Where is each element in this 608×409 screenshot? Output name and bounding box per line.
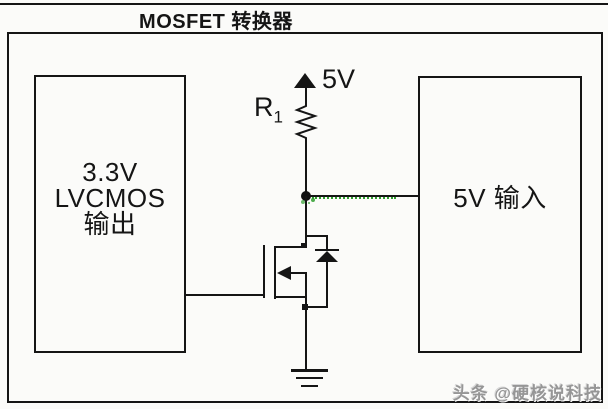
resistor-icon <box>294 103 318 141</box>
drain-junction-square <box>301 243 306 248</box>
right-block: 5V 输入 <box>418 76 582 353</box>
pullup-wire <box>305 140 307 196</box>
mosfet-source-leg <box>274 296 307 298</box>
top-rule <box>0 3 608 5</box>
left-block-line-1: 3.3V <box>82 157 138 187</box>
outer-frame <box>7 32 603 403</box>
right-block-label: 5V 输入 <box>420 61 580 334</box>
source-wire <box>305 272 307 370</box>
resistor-label: R1 <box>254 92 283 127</box>
supply-wire <box>305 87 307 105</box>
resistor-subscript: 1 <box>273 107 283 127</box>
mosfet-gate-plate <box>263 245 265 298</box>
left-block-line-2: LVCMOS <box>54 183 166 213</box>
watermark: 头条 @硬核说科技 <box>452 384 602 403</box>
resistor-name: R <box>254 92 274 122</box>
right-block-line-1: 5V 输入 <box>453 182 547 213</box>
mosfet-channel-bar <box>274 246 276 299</box>
gate-wire <box>184 294 265 296</box>
circuit-title: MOSFET 转换器 <box>139 11 293 33</box>
diode-bottom-branch-wire <box>305 306 328 308</box>
output-net-wire <box>306 195 420 197</box>
supply-voltage-label: 5V <box>322 64 356 94</box>
diode-cathode-wire <box>326 235 328 251</box>
left-block-label: 3.3V LVCMOS 输出 <box>36 61 184 335</box>
drain-wire <box>305 196 307 248</box>
ground-bar-1 <box>291 369 328 372</box>
body-diode-icon <box>316 251 338 262</box>
left-block-line-3: 输出 <box>83 209 137 239</box>
mosfet-body-arrow-icon <box>277 266 291 280</box>
mosfet-drain-leg <box>274 246 307 248</box>
supply-arrow-icon <box>294 73 316 88</box>
ground-bar-2 <box>296 377 323 379</box>
left-block: 3.3V LVCMOS 输出 <box>34 75 186 353</box>
diode-top-branch-wire <box>305 235 328 237</box>
ground-bar-3 <box>301 385 318 387</box>
body-wire <box>291 272 307 274</box>
green-net-highlight <box>312 197 396 199</box>
diode-anode-wire <box>326 262 328 308</box>
body-diode-cathode-bar <box>315 249 339 251</box>
